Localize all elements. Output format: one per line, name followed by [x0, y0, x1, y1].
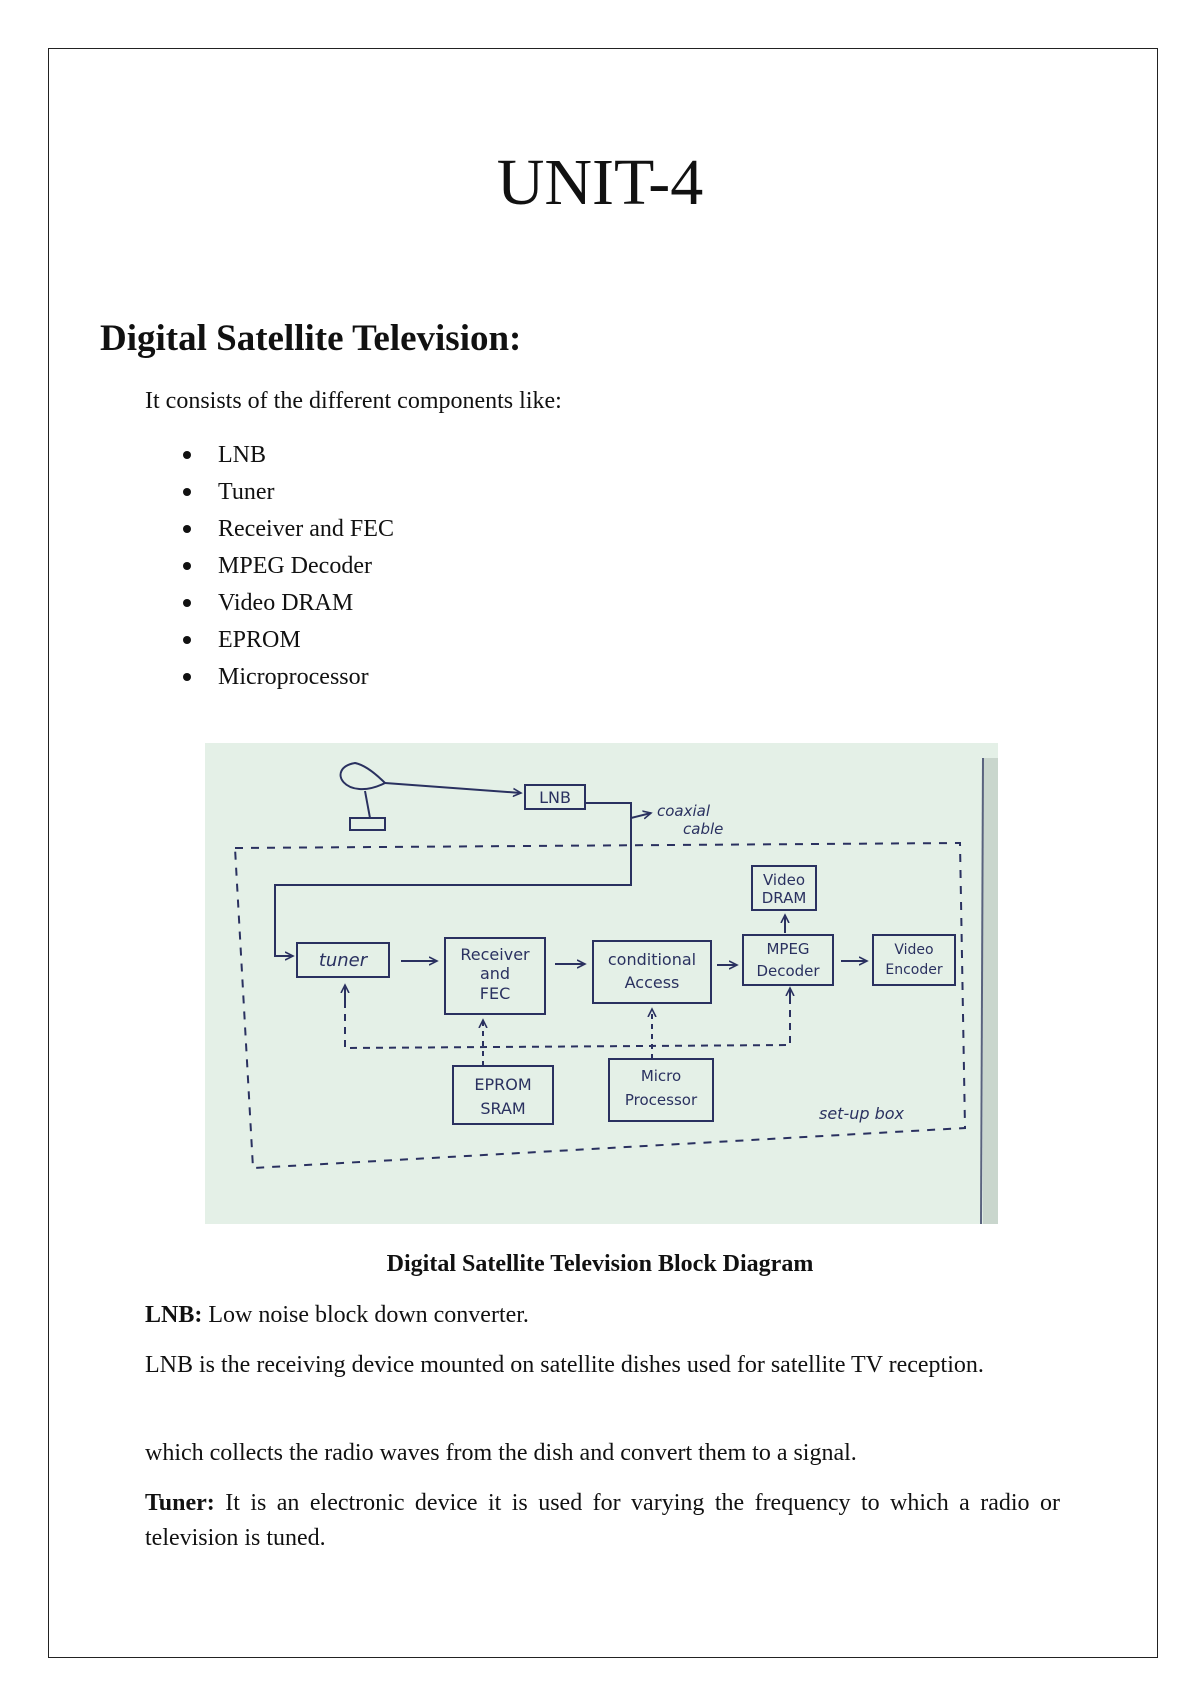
unit-title: UNIT-4 — [496, 146, 704, 219]
setup-box-label: set-up box — [819, 1104, 905, 1123]
block-diagram-photo: LNB coaxial cable tuner Receiver and FEC… — [205, 743, 998, 1224]
list-item: Receiver and FEC — [183, 514, 394, 551]
tuner-label: tuner — [319, 950, 369, 971]
page-border — [48, 48, 1158, 1658]
section-heading: Digital Satellite Television: — [100, 318, 522, 359]
coaxial-label: coaxial — [657, 802, 711, 820]
list-item: Video DRAM — [183, 588, 394, 625]
bullet-icon — [183, 525, 191, 533]
receiver-fec-box — [444, 937, 546, 1015]
svg-text:Micro: Micro — [641, 1067, 681, 1085]
svg-text:MPEG: MPEG — [766, 940, 809, 958]
video-encoder-box — [872, 934, 956, 986]
diagram-caption: Digital Satellite Television Block Diagr… — [386, 1251, 814, 1277]
bullet-icon — [183, 636, 191, 644]
svg-text:and: and — [480, 964, 510, 983]
svg-text:Decoder: Decoder — [756, 962, 820, 980]
components-list: LNB Tuner Receiver and FEC MPEG Decoder … — [183, 440, 394, 699]
svg-text:Access: Access — [625, 973, 680, 992]
tuner-box — [296, 942, 390, 978]
lnb-definition: LNB: Low noise block down converter. — [145, 1302, 529, 1328]
svg-text:Processor: Processor — [625, 1091, 698, 1109]
list-item: Microprocessor — [183, 662, 394, 699]
paper-edge — [983, 758, 998, 1224]
mpeg-decoder-box — [742, 934, 834, 986]
svg-text:Video: Video — [894, 942, 933, 958]
svg-text:Encoder: Encoder — [885, 962, 942, 978]
microprocessor-box — [608, 1058, 714, 1122]
list-item: LNB — [183, 440, 394, 477]
svg-text:Video: Video — [763, 871, 805, 889]
bullet-icon — [183, 451, 191, 459]
setup-box-boundary — [234, 841, 967, 1170]
cable-label: cable — [683, 820, 723, 838]
lnb-collects-text: which collects the radio waves from the … — [145, 1440, 857, 1466]
bullet-icon — [183, 599, 191, 607]
svg-text:DRAM: DRAM — [762, 889, 807, 907]
lnb-label: LNB — [539, 788, 571, 807]
svg-text:EPROM: EPROM — [474, 1075, 531, 1094]
block-diagram: LNB coaxial cable tuner Receiver and FEC… — [205, 743, 998, 1224]
bullet-icon — [183, 488, 191, 496]
list-item: EPROM — [183, 625, 394, 662]
svg-text:SRAM: SRAM — [480, 1099, 525, 1118]
svg-text:conditional: conditional — [608, 950, 696, 969]
svg-text:FEC: FEC — [480, 984, 510, 1003]
eprom-sram-box — [452, 1065, 554, 1125]
video-dram-box — [751, 865, 817, 911]
lnb-description: LNB is the receiving device mounted on s… — [145, 1352, 984, 1378]
bullet-icon — [183, 562, 191, 570]
svg-text:Receiver: Receiver — [460, 945, 530, 964]
bullet-icon — [183, 673, 191, 681]
satellite-dish-icon — [339, 761, 387, 790]
lnb-box — [524, 784, 586, 810]
tuner-definition: Tuner: It is an electronic device it is … — [145, 1490, 1060, 1551]
list-item: Tuner — [183, 477, 394, 514]
conditional-access-box — [592, 940, 712, 1004]
list-item: MPEG Decoder — [183, 551, 394, 588]
intro-text: It consists of the different components … — [145, 388, 562, 414]
